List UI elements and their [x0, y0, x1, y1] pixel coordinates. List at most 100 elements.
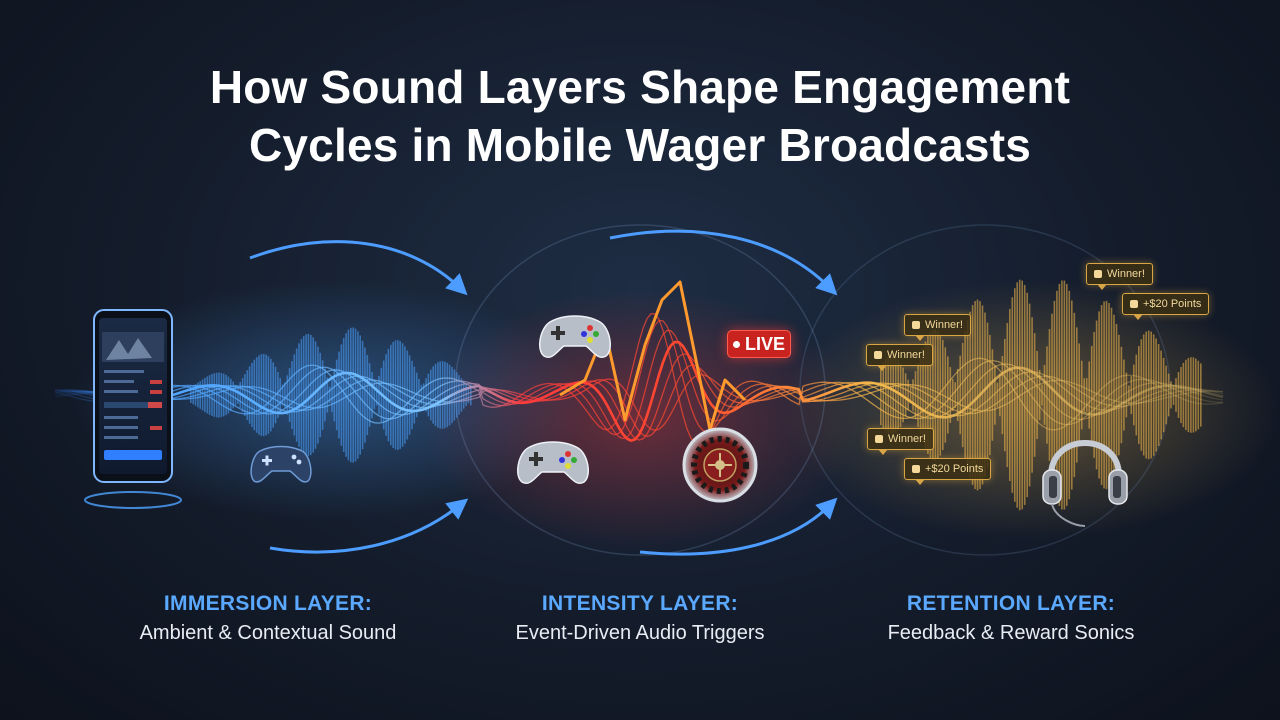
spectrum-bar [897, 359, 899, 431]
chat-icon [912, 465, 920, 474]
spectrum-bar [467, 386, 470, 404]
spectrum-bar [885, 359, 887, 431]
spectrum-bar [907, 379, 909, 411]
spectrum-bar [961, 342, 964, 448]
spectrum-bar [1073, 312, 1076, 478]
chat-icon [1094, 270, 1102, 279]
spectrum-bar [211, 374, 213, 416]
chat-icon [1130, 300, 1138, 309]
reward-chip-text: Winner! [887, 349, 925, 361]
spectrum-bar [904, 373, 907, 417]
spectrum-bar [949, 367, 952, 423]
spectrum-bar [359, 335, 361, 455]
spectrum-bar [1133, 364, 1135, 426]
spectrum-bar [458, 375, 460, 415]
spectrum-bar [1128, 385, 1130, 405]
spectrum-bar [964, 331, 966, 459]
spectrum-bar [1125, 372, 1128, 418]
spectrum-bar [199, 381, 201, 409]
spectrum-bar [1053, 300, 1056, 490]
spectrum-bar [1066, 284, 1068, 506]
spectrum-bar [892, 356, 894, 434]
spectrum-bar [971, 305, 974, 485]
spectrum-bar [385, 354, 387, 436]
live-badge: LIVE [727, 330, 791, 358]
spectrum-bar [1001, 356, 1004, 435]
spectrum-bar [295, 348, 298, 442]
spectrum-bar [340, 344, 343, 446]
spectrum-bar [251, 362, 253, 428]
reward-chip: +$20 Points [1122, 293, 1210, 320]
spectrum-bar [1090, 345, 1093, 445]
spectrum-bar [422, 383, 425, 407]
sound-wave-line [54, 340, 1224, 442]
spectrum-bar [1130, 376, 1133, 414]
sound-wave-line [54, 353, 1224, 441]
intensity-layer-label: INTENSITY LAYER: Event-Driven Audio Trig… [440, 592, 840, 645]
spectrum-bar [1170, 381, 1172, 409]
layer-description: Ambient & Contextual Sound [139, 622, 397, 644]
spectrum-bar [415, 372, 418, 418]
phone-base-ring [84, 491, 182, 509]
spectrum-bar [1068, 290, 1071, 500]
spectrum-bar [1033, 333, 1036, 457]
spectrum-bar [408, 355, 411, 435]
spectrum-bar [352, 327, 354, 463]
spectrum-bar [237, 385, 239, 405]
spectrum-bar [470, 384, 472, 406]
spectrum-bar [319, 352, 321, 438]
spectrum-bar [986, 322, 989, 468]
chat-icon [874, 351, 882, 360]
spectrum-bar [350, 327, 352, 463]
spectrum-bar [1160, 350, 1162, 440]
spectrum-bar [321, 360, 324, 430]
spectrum-bar [999, 373, 1001, 417]
spectrum-bar [220, 372, 223, 418]
spectrum-bar [1076, 327, 1078, 463]
spectrum-bar [1063, 280, 1066, 510]
spectrum-bar [1110, 307, 1113, 483]
spectrum-bar [404, 346, 406, 444]
spectrum-bar [411, 360, 413, 430]
spectrum-bar [889, 356, 892, 434]
reward-chip: Winner! [867, 428, 934, 455]
spectrum-bar [1061, 280, 1063, 510]
spectrum-bar [342, 338, 345, 452]
spectrum-bar [354, 328, 357, 462]
spectrum-bar [994, 365, 996, 425]
spectrum-bar [378, 375, 380, 415]
spectrum-bar [333, 368, 336, 422]
live-dot-icon [732, 340, 740, 348]
spectrum-bar [1023, 285, 1026, 505]
spectrum-bar [371, 371, 373, 419]
spectrum-bar [1157, 344, 1160, 446]
spectrum-bar [959, 355, 961, 435]
spectrum-bar [1195, 358, 1197, 432]
spectrum-bar [1004, 338, 1006, 452]
spectrum-bar [338, 351, 340, 439]
spectrum-bar [1120, 346, 1123, 444]
spectrum-bar [947, 356, 949, 434]
spectrum-bar [460, 378, 463, 412]
live-badge-label: LIVE [744, 333, 785, 354]
spectrum-bar [258, 355, 260, 435]
spectrum-bar [225, 374, 227, 416]
spectrum-bar [1014, 288, 1016, 502]
spectrum-bar [375, 384, 378, 406]
spectrum-bar [397, 340, 399, 450]
cycle-arrow-icon [609, 229, 838, 296]
spectrum-bar [215, 372, 218, 418]
spectrum-bar [894, 357, 897, 433]
spectrum-bar [1115, 324, 1118, 466]
spectrum-bar [917, 363, 919, 427]
spectrum-bar [989, 334, 991, 456]
spectrum-bar [954, 382, 956, 408]
spectrum-bar [1036, 351, 1038, 439]
spectrum-bar [392, 341, 394, 448]
spectrum-bar [222, 373, 225, 417]
spectrum-bar [1051, 313, 1053, 477]
spectrum-bar [1197, 360, 1200, 430]
spectrum-bar [1190, 357, 1192, 433]
spectrum-bar [272, 362, 274, 428]
spectrum-bar [1167, 373, 1170, 417]
